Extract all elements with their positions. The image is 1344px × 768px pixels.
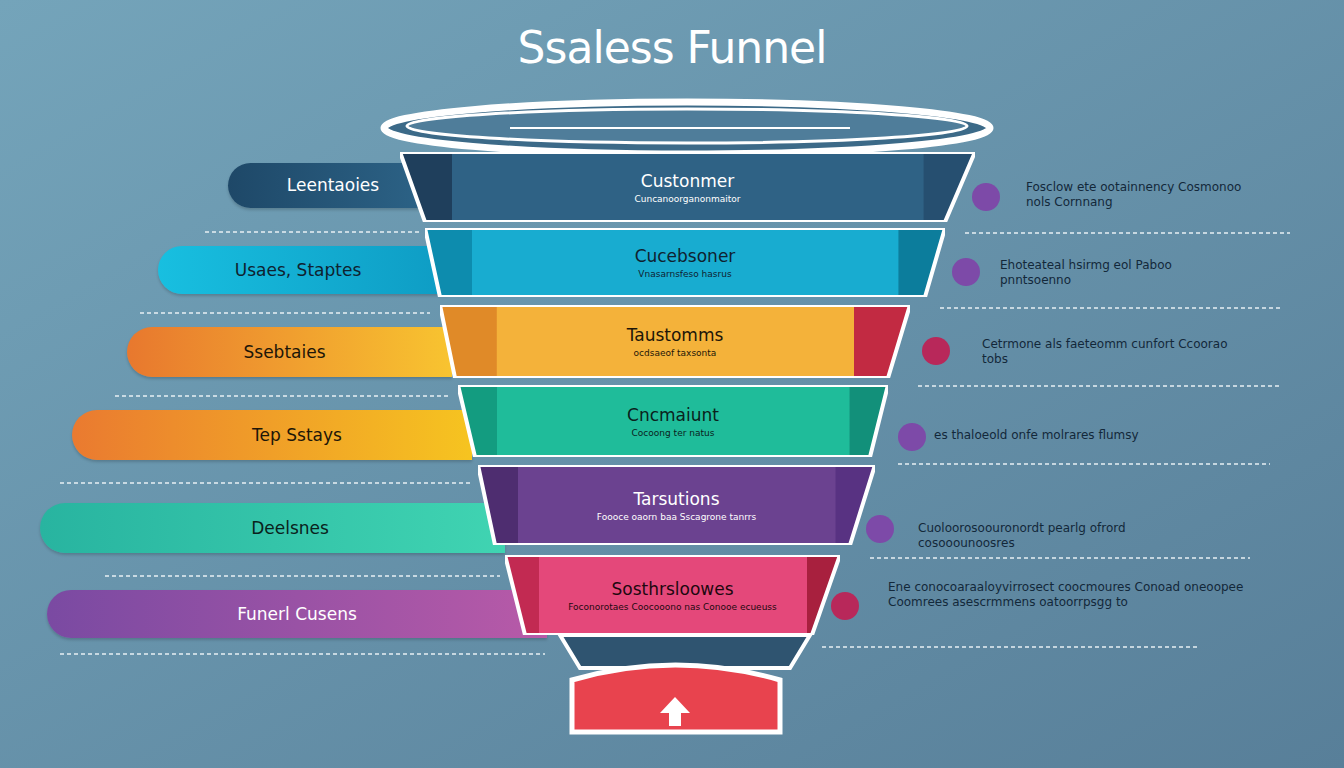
side-note: es thaloeold onfe molrares flumsy bbox=[934, 428, 1194, 443]
funnel-spout bbox=[560, 635, 810, 732]
band-note: ocdsaeof taxsonta bbox=[634, 348, 717, 359]
funnel-band: SosthrsloowesFoconorotaes Coocooono nas … bbox=[505, 555, 840, 635]
stage-pill: Usaes, Staptes bbox=[158, 246, 448, 294]
diagram-title: Ssaless Funnel bbox=[0, 22, 1344, 73]
band-note: Vnasarnsfeso hasrus bbox=[638, 269, 731, 280]
funnel-band: CustonmerCuncanoorganonmaitor bbox=[400, 152, 975, 222]
funnel-band: TarsutionsFoooce oaorn baa Sscagrone tan… bbox=[478, 465, 875, 545]
band-note: Cocoong ter natus bbox=[632, 428, 715, 439]
side-note: Cetrmone als faeteomm cunfort Ccoorao to… bbox=[982, 337, 1232, 367]
side-note: Ehoteateal hsirmg eol Paboo pnntsoenno bbox=[1000, 258, 1220, 288]
funnel-rim bbox=[384, 102, 990, 154]
side-note: Fosclow ete ootainnency Cosmonoo nols Co… bbox=[1026, 180, 1256, 210]
pill-label: Usaes, Staptes bbox=[188, 246, 408, 294]
stage-pill: Ssebtaies bbox=[127, 327, 452, 377]
pill-label: Leentaoies bbox=[248, 163, 418, 208]
stage-pill: Tep Sstays bbox=[72, 410, 472, 460]
band-heading: Cucebsoner bbox=[635, 245, 736, 267]
funnel-band: CucebsonerVnasarnsfeso hasrus bbox=[425, 228, 945, 297]
band-heading: Sosthrsloowes bbox=[611, 578, 733, 600]
band-heading: Cncmaiunt bbox=[627, 404, 719, 426]
stage-pill: Funerl Cusens bbox=[47, 590, 547, 638]
band-heading: Custonmer bbox=[641, 170, 734, 192]
band-note: Foooce oaorn baa Sscagrone tanrrs bbox=[597, 512, 756, 523]
band-note: Foconorotaes Coocooono nas Conooe ecueus… bbox=[568, 602, 777, 613]
band-heading: Taustomms bbox=[627, 324, 724, 346]
side-note: Ene conocoaraaloyvirrosect coocmoures Co… bbox=[888, 580, 1258, 610]
pill-label: Deelsnes bbox=[100, 503, 480, 553]
band-heading: Tarsutions bbox=[633, 488, 719, 510]
band-note: Cuncanoorganonmaitor bbox=[634, 194, 740, 205]
pill-label: Tep Sstays bbox=[132, 410, 462, 460]
funnel-band: Taustomms ocdsaeof taxsonta bbox=[440, 305, 910, 378]
side-note: Cuoloorosoouronordt pearlg ofrord cosooo… bbox=[918, 521, 1198, 551]
stage-pill: Deelsnes bbox=[40, 503, 505, 553]
pill-label: Ssebtaies bbox=[157, 327, 412, 377]
pill-label: Funerl Cusens bbox=[107, 590, 487, 638]
funnel-band: CncmaiuntCocoong ter natus bbox=[458, 385, 888, 457]
